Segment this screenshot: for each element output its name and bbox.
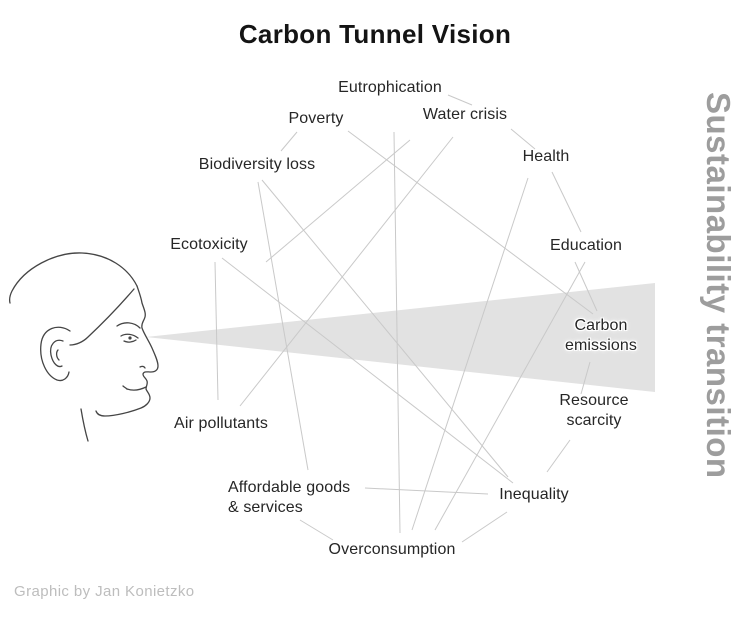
connection-line [257, 181, 309, 471]
connection-line [551, 171, 582, 233]
head-crown-outline [8, 252, 138, 304]
connection-line [580, 361, 591, 395]
connection-line [393, 131, 401, 534]
connection-line [221, 257, 514, 484]
head-ear-detail [55, 349, 60, 361]
head-neck-back [80, 408, 89, 442]
connection-lines [214, 94, 598, 543]
node-label-water-crisis: Water crisis [422, 106, 508, 123]
node-label-air-pollutants: Air pollutants [174, 415, 268, 432]
node-label-resource-scarcity: Resource scarcity [559, 392, 629, 429]
side-label-sustainability-transition: Sustainability transition [700, 92, 737, 479]
connection-line [574, 261, 598, 312]
head-eye-lower [123, 339, 137, 343]
connection-line [261, 179, 509, 478]
head-nostril [139, 365, 146, 369]
node-label-inequality: Inequality [499, 486, 569, 503]
node-label-health: Health [522, 148, 570, 165]
connection-line [510, 128, 536, 150]
head-profile-drawing [8, 252, 159, 442]
connection-line [239, 136, 454, 407]
head-mouth-corner [122, 385, 128, 390]
connection-line [546, 439, 571, 473]
credit-line: Graphic by Jan Konietzko [14, 583, 195, 600]
page-title: Carbon Tunnel Vision [238, 19, 512, 49]
connection-line [461, 511, 508, 543]
node-label-eutrophication: Eutrophication [338, 79, 442, 96]
head-eye-upper [120, 333, 139, 339]
connection-line [280, 131, 298, 152]
connection-line [434, 261, 586, 531]
node-label-biodiversity-loss: Biodiversity loss [198, 156, 316, 173]
connection-line [447, 94, 473, 106]
head-face-profile [95, 285, 159, 417]
head-mouth [126, 386, 147, 391]
head-ear-outer [40, 326, 71, 382]
connection-line [347, 130, 594, 315]
head-eyebrow [116, 322, 141, 329]
head-hairline [69, 288, 135, 346]
connection-line [411, 177, 529, 531]
node-label-affordable-goods: Affordable goods & services [228, 479, 351, 516]
node-label-overconsumption: Overconsumption [328, 541, 456, 558]
node-label-poverty: Poverty [288, 110, 344, 127]
node-label-carbon-emissions: Carbon emissions [564, 317, 638, 354]
node-label-ecotoxicity: Ecotoxicity [170, 236, 248, 253]
connection-line [214, 261, 219, 401]
head-eye-pupil [128, 336, 132, 340]
head-ear-inner [49, 339, 64, 368]
node-label-education: Education [549, 237, 623, 254]
connection-line [364, 487, 489, 495]
connection-line [299, 519, 334, 541]
connection-line [265, 139, 411, 263]
